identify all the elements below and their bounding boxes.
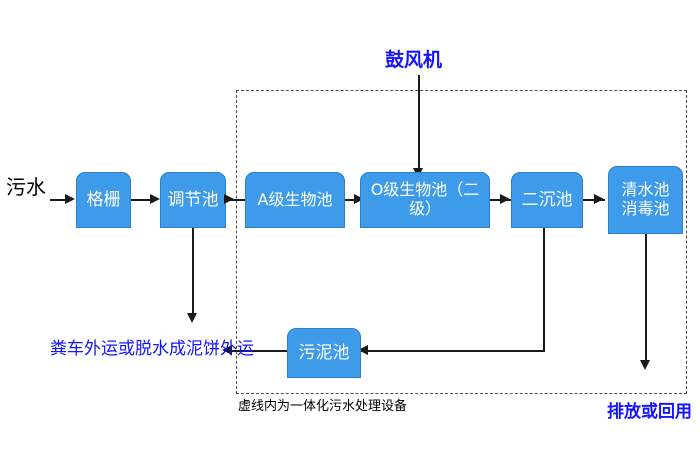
- arrow-clarifier-to-sludge-icon: [358, 345, 368, 355]
- arrow-equalization-to-astage-icon: [224, 194, 234, 204]
- connector-clearwater-to-effluent: [645, 234, 647, 362]
- node-a-stage-label: A级生物池: [257, 189, 333, 209]
- node-o-stage-label: O级生物池（二级）: [370, 180, 480, 218]
- node-clarifier[interactable]: 二沉池: [511, 172, 583, 228]
- connector-grille-to-equalization: [131, 199, 153, 201]
- integrated-equipment-boundary: [236, 90, 687, 394]
- arrow-sludge-to-disposal-icon: [222, 345, 232, 355]
- node-clearwater-label: 清水池 消毒池: [621, 180, 670, 218]
- influent-arrow-head-icon: [65, 194, 75, 204]
- effluent-label: 排放或回用: [607, 402, 692, 422]
- arrow-clearwater-to-effluent-icon: [640, 360, 650, 370]
- connector-equalization-to-disposal: [192, 228, 194, 315]
- node-grille[interactable]: 格栅: [76, 172, 131, 228]
- node-sludge[interactable]: 污泥池: [287, 328, 361, 378]
- node-clearwater[interactable]: 清水池 消毒池: [608, 166, 683, 234]
- arrow-grille-to-equalization-icon: [150, 194, 160, 204]
- connector-equalization-to-astage: [226, 199, 248, 201]
- sludge-disposal-label: 粪车外运或脱水成泥饼外运: [50, 339, 254, 359]
- arrow-ostage-to-clarifier-icon: [500, 194, 510, 204]
- influent-label: 污水: [6, 175, 46, 199]
- node-a-stage[interactable]: A级生物池: [245, 172, 345, 228]
- arrow-clarifier-to-clearwater-icon: [594, 194, 604, 204]
- node-grille-label: 格栅: [86, 189, 121, 210]
- boundary-caption: 虚线内为一体化污水处理设备: [238, 399, 408, 414]
- node-o-stage[interactable]: O级生物池（二级）: [360, 172, 490, 228]
- arrow-astage-to-ostage-icon: [354, 194, 364, 204]
- connector-clarifier-to-sludge-vertical: [543, 228, 545, 352]
- connector-clarifier-to-sludge-horizontal: [361, 350, 544, 352]
- node-equalization-label: 调节池: [167, 189, 219, 210]
- blower-connector-line: [418, 75, 420, 170]
- node-equalization[interactable]: 调节池: [160, 172, 226, 228]
- node-sludge-label: 污泥池: [298, 342, 350, 363]
- arrow-equalization-to-disposal-icon: [187, 313, 197, 323]
- blower-label: 鼓风机: [385, 49, 443, 71]
- influent-connector-line: [50, 199, 68, 201]
- node-clarifier-label: 二沉池: [521, 189, 573, 210]
- connector-sludge-to-disposal: [225, 350, 287, 352]
